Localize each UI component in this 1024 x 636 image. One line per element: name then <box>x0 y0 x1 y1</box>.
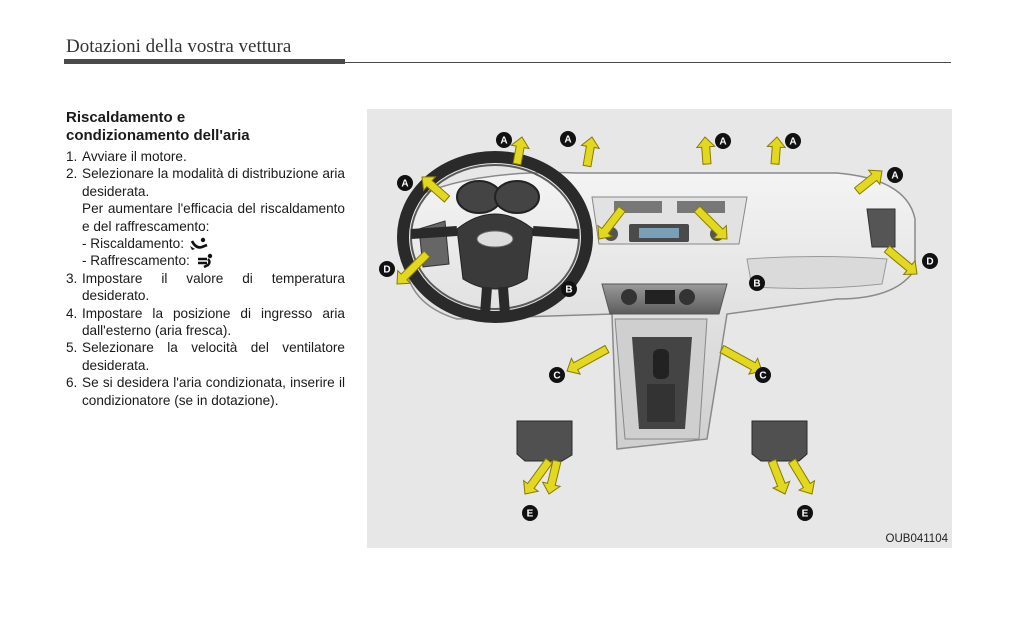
marker-letter: A <box>401 179 408 190</box>
marker-letter: E <box>802 509 809 520</box>
airflow-arrow <box>766 136 787 165</box>
airflow-arrows: A A A A A A D D B B C C E E <box>379 131 938 521</box>
instructions-column: Riscaldamento e condizionamento dell'ari… <box>66 109 345 409</box>
step-text: Impostare la posizione di ingresso aria … <box>82 305 345 339</box>
airflow-arrow <box>695 136 716 165</box>
airflow-marker-d: D <box>379 261 395 277</box>
dashboard-illustration <box>397 151 916 462</box>
airflow-marker-c: C <box>755 367 771 383</box>
dashboard-airflow-figure: A A A A A A D D B B C C E E OUB041104 <box>367 109 952 548</box>
step-1: 1. Avviare il motore. <box>66 148 345 165</box>
airflow-marker-a: A <box>560 131 576 147</box>
cooling-mode-icon <box>197 253 212 269</box>
marker-letter: B <box>753 279 760 290</box>
step-text: Avviare il motore. <box>82 149 187 164</box>
step-number: 6. <box>66 375 78 391</box>
section-title: Riscaldamento e condizionamento dell'ari… <box>66 109 345 145</box>
airflow-arrow <box>510 136 531 166</box>
header-rule-thick <box>64 59 345 64</box>
airflow-marker-c: C <box>549 367 565 383</box>
efficiency-note: Per aumentare l'efficacia del riscaldame… <box>82 201 345 234</box>
section-title-line1: Riscaldamento e <box>66 109 186 126</box>
airflow-arrow <box>566 344 610 375</box>
step-text: Se si desidera l'aria condizionata, inse… <box>82 375 345 408</box>
step-number: 5. <box>66 340 78 356</box>
airflow-marker-b: B <box>749 275 765 291</box>
marker-letter: C <box>759 371 766 382</box>
section-title-line2: condizionamento dell'aria <box>66 127 250 144</box>
steering-wheel <box>397 151 593 323</box>
airflow-marker-a: A <box>397 175 413 191</box>
marker-letter: C <box>553 371 560 382</box>
step-number: 1. <box>66 149 78 164</box>
airflow-marker-e: E <box>522 505 538 521</box>
marker-letter: A <box>789 137 796 148</box>
airflow-arrow <box>787 458 816 495</box>
airflow-arrow <box>719 344 763 375</box>
heating-mode-icon <box>190 237 208 250</box>
airflow-arrow <box>580 136 601 168</box>
marker-letter: A <box>891 171 898 182</box>
airflow-arrow <box>396 250 431 285</box>
airflow-marker-d: D <box>922 253 938 269</box>
step-3: 3. Impostare il valore di temperatura de… <box>66 270 345 305</box>
bullet-cooling-label: - Raffrescamento: <box>82 253 190 269</box>
airflow-arrow <box>883 245 918 276</box>
step-5: 5. Selezionare la velocità del ventilato… <box>66 339 345 374</box>
step-2: 2. Selezionare la modalità di distribuzi… <box>66 165 345 200</box>
airflow-arrow <box>853 169 883 195</box>
step-number: 2. <box>66 166 78 182</box>
step-text: Selezionare la modalità di distribuzione… <box>82 166 345 199</box>
marker-letter: A <box>719 137 726 148</box>
step-number: 3. <box>66 270 78 286</box>
airflow-arrow <box>597 205 626 240</box>
step-6: 6. Se si desidera l'aria condizionata, i… <box>66 374 345 409</box>
marker-letter: D <box>926 257 933 268</box>
airflow-marker-a: A <box>887 167 903 183</box>
bullet-heating-label: - Riscaldamento: <box>82 236 184 252</box>
marker-letter: A <box>564 135 571 146</box>
header-rule-thin <box>345 62 951 63</box>
airflow-marker-a: A <box>715 133 731 149</box>
marker-letter: B <box>565 285 572 296</box>
airflow-arrow <box>767 458 791 495</box>
airflow-arrow <box>522 457 553 495</box>
bullet-cooling: - Raffrescamento: <box>82 252 345 269</box>
marker-letter: E <box>527 509 534 520</box>
step-4: 4. Impostare la posizione di ingresso ar… <box>66 305 345 340</box>
airflow-marker-a: A <box>785 133 801 149</box>
page-header-title: Dotazioni della vostra vettura <box>66 36 292 57</box>
airflow-arrow <box>421 176 451 203</box>
airflow-marker-b: B <box>561 281 577 297</box>
airflow-arrow <box>541 459 562 495</box>
marker-letter: D <box>383 265 390 276</box>
step-number: 4. <box>66 305 78 321</box>
figure-code: OUB041104 <box>885 533 948 545</box>
step-text: Selezionare la velocità del ventilatore … <box>82 340 345 373</box>
airflow-arrow <box>693 205 728 240</box>
airflow-marker-a: A <box>496 132 512 148</box>
airflow-marker-e: E <box>797 505 813 521</box>
marker-letter: A <box>500 136 507 147</box>
step-text: Impostare il valore di temperatura desid… <box>82 270 345 304</box>
bullet-heating: - Riscaldamento: <box>82 235 345 252</box>
